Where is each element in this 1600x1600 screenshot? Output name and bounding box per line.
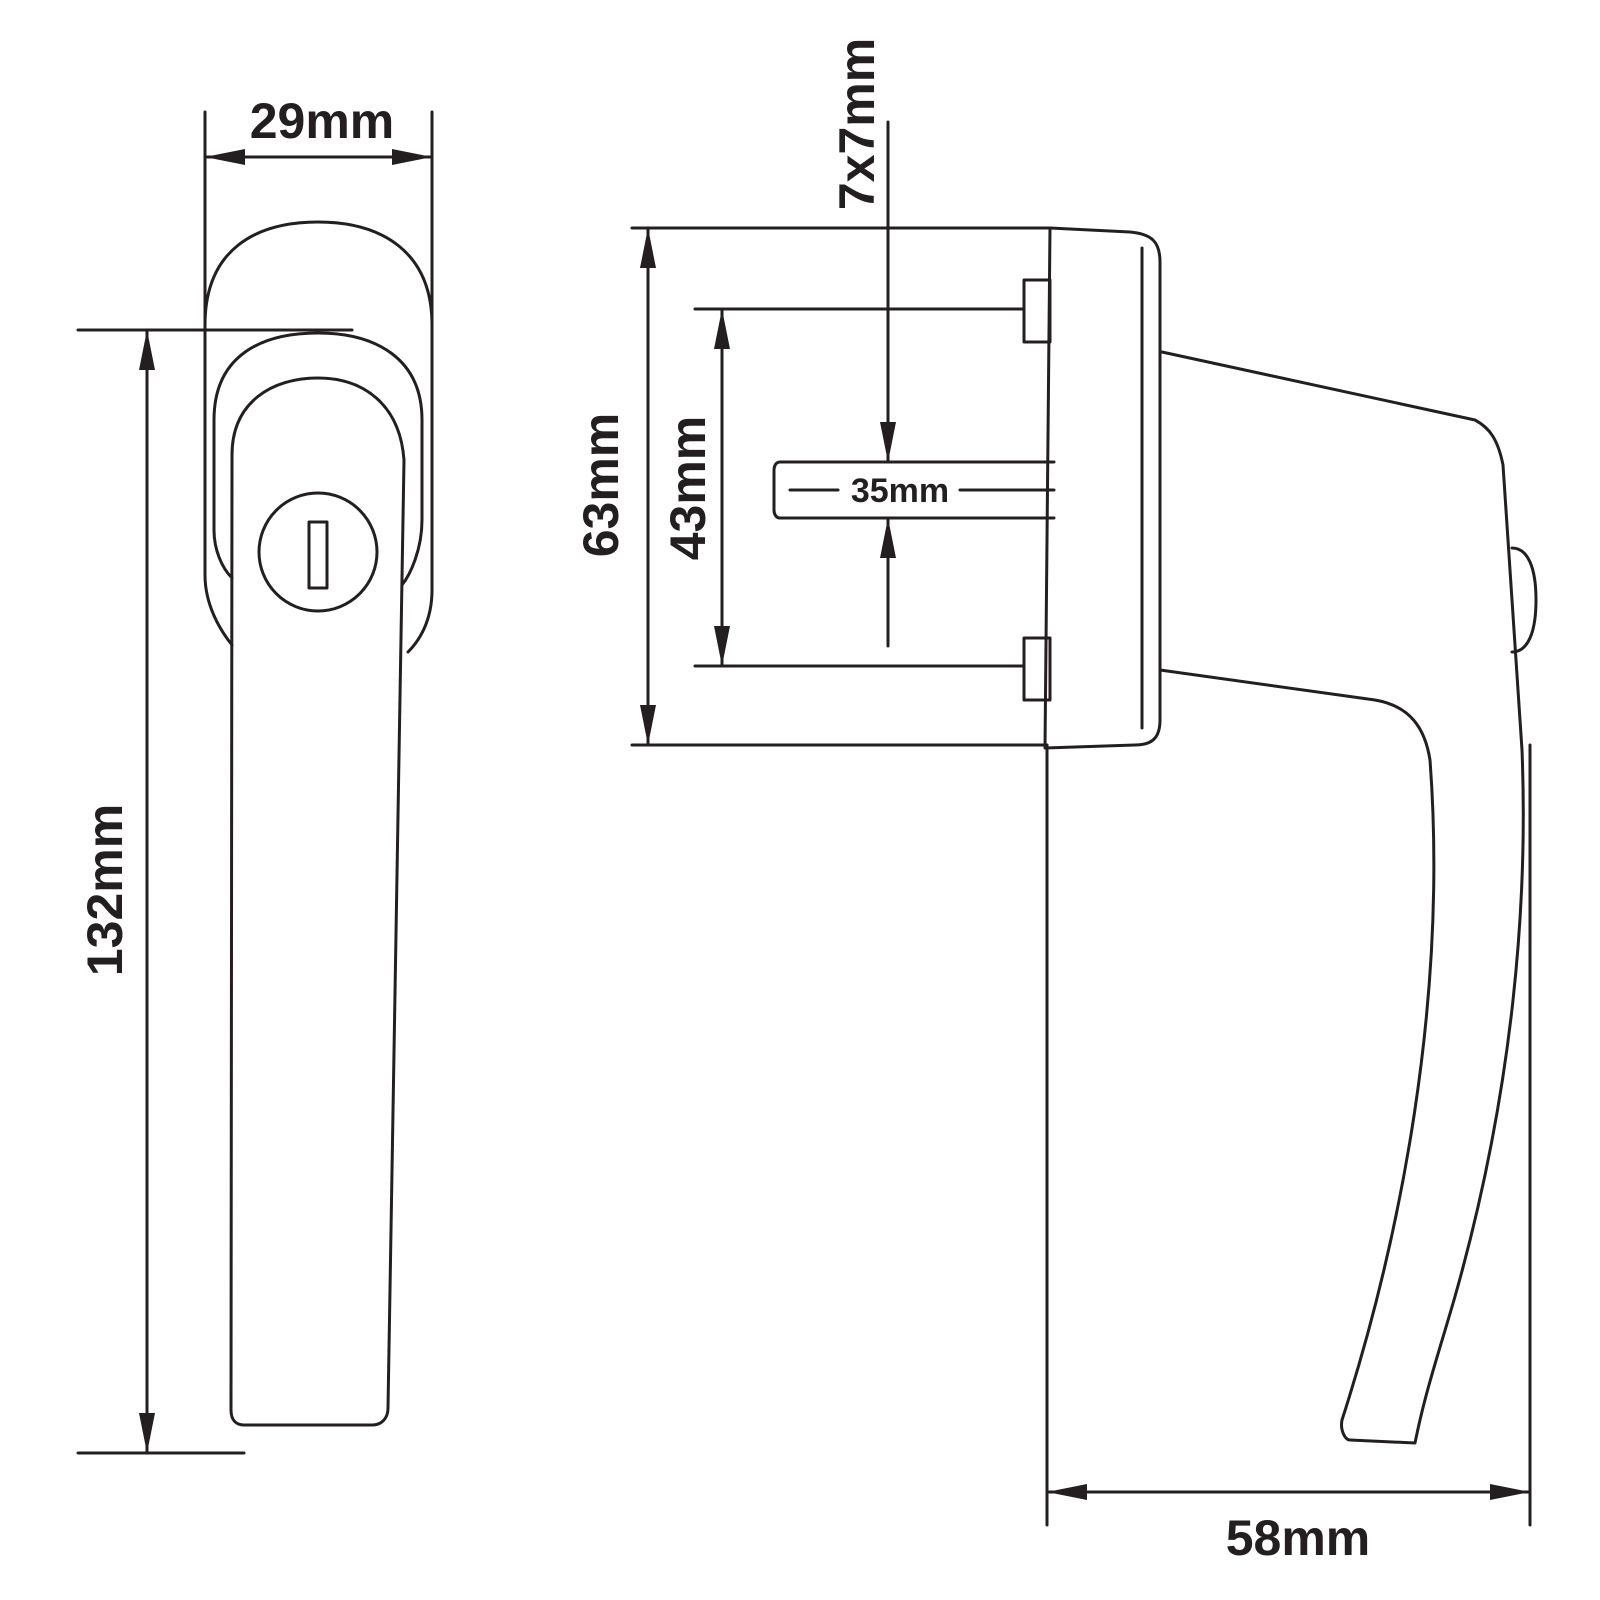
lock-button xyxy=(1510,546,1538,654)
label-43mm: 43mm xyxy=(660,416,716,561)
lock-cylinder xyxy=(257,491,379,613)
label-132mm: 132mm xyxy=(77,804,133,976)
front-view xyxy=(203,220,434,1427)
front-handle-body xyxy=(229,376,406,1427)
side-rose-profile xyxy=(1043,226,1162,750)
side-dimension-lines xyxy=(630,120,1532,1527)
screw-top xyxy=(1022,278,1052,344)
front-rose-outline xyxy=(203,220,434,654)
screw-bottom xyxy=(1022,636,1052,702)
spindle xyxy=(772,460,1056,520)
side-view xyxy=(772,226,1538,1445)
key-slot-icon xyxy=(307,520,329,590)
label-63mm: 63mm xyxy=(573,413,629,558)
label-58mm: 58mm xyxy=(1226,1510,1371,1566)
front-dimension-lines xyxy=(76,110,434,1455)
label-7x7mm: 7x7mm xyxy=(829,38,885,210)
label-29mm: 29mm xyxy=(250,93,395,149)
front-rose-inner xyxy=(212,331,424,587)
side-lever-profile xyxy=(1158,350,1525,1445)
label-35mm: 35mm xyxy=(851,472,949,510)
